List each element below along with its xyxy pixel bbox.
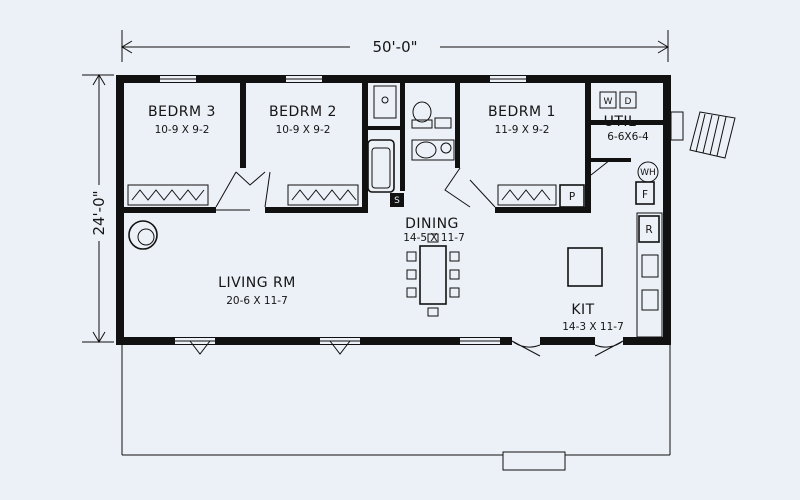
bedroom3-name: BEDRM 3 [148, 104, 216, 120]
living-name: LIVING RM [218, 275, 296, 291]
top-windows [160, 76, 526, 82]
range-icon [641, 254, 659, 278]
bedroom2-size: 10-9 X 9-2 [276, 124, 331, 136]
front-openings [175, 337, 624, 357]
furnace-label: F [642, 189, 648, 201]
overall-width-label: 50'-0" [372, 38, 417, 56]
bedroom1-name: BEDRM 1 [488, 104, 556, 120]
kitchen-island [567, 247, 603, 287]
bath-sink [373, 85, 397, 119]
bathtub [367, 139, 395, 193]
refrigerator-label: R [645, 224, 652, 236]
pantry-icon [559, 184, 585, 208]
kitchen-name: KIT [571, 302, 594, 318]
exterior-walls [116, 75, 671, 345]
kitchen-counter [636, 212, 663, 338]
toilet-icon [412, 101, 432, 123]
bedroom1-size: 11-9 X 9-2 [495, 124, 550, 136]
kitchen-fixtures [567, 212, 663, 338]
water-heater-label: WH [640, 168, 656, 178]
pantry-label: P [569, 191, 575, 203]
width-dimension-line [121, 30, 669, 62]
utility-name: UTIL [604, 114, 637, 130]
dryer-label: D [625, 97, 632, 107]
dryer-icon [619, 91, 637, 109]
front-porch [121, 345, 671, 471]
interior-walls [124, 83, 663, 213]
washer-label: W [604, 97, 613, 107]
bedroom2-name: BEDRM 2 [269, 104, 337, 120]
kitchen-size: 14-3 X 11-7 [562, 321, 624, 333]
closets [127, 184, 557, 206]
sink-icon [641, 289, 659, 311]
dining-name: DINING [405, 216, 459, 232]
dining-table [406, 233, 460, 317]
refrigerator-icon [638, 215, 660, 243]
vanity-sink-icon [415, 141, 437, 159]
dining-size: 14-5 X 11-7 [403, 232, 465, 244]
utility-fixtures [559, 91, 659, 208]
rear-stoop [670, 111, 736, 159]
round-table [128, 220, 158, 250]
shower-label: S [394, 196, 400, 206]
door-swings [215, 159, 611, 211]
bedroom3-size: 10-9 X 9-2 [155, 124, 210, 136]
bathroom [367, 85, 455, 207]
depth-dimension-line [82, 74, 114, 343]
utility-size: 6-6X6-4 [607, 131, 649, 143]
washer-icon [599, 91, 617, 109]
overall-depth-label: 24'-0" [90, 190, 108, 235]
living-size: 20-6 X 11-7 [226, 295, 288, 307]
furnace-icon [635, 181, 655, 205]
porch-steps [502, 451, 566, 471]
